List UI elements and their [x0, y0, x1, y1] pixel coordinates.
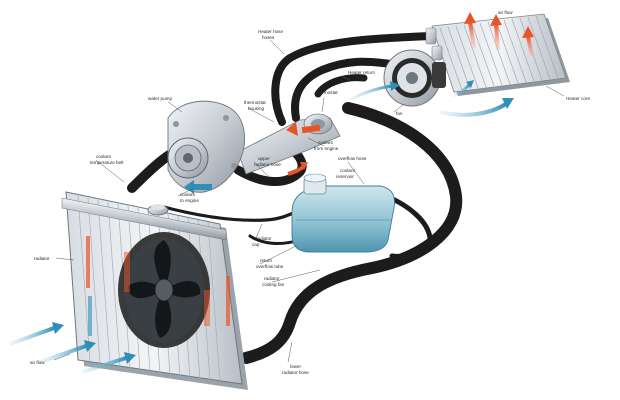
label-radiator-cooling-fan-2: cooling fan [262, 282, 285, 287]
heater-core-fins [439, 15, 559, 91]
label-overflow-hose: overflow hose [338, 156, 367, 161]
label-heater-hoses-1: Heater hose [258, 29, 283, 34]
overflow-tube [158, 204, 298, 222]
coolant-reservoir [291, 173, 395, 253]
cool-arrow-bottom-3 [81, 356, 127, 374]
coolant-temp-hose [233, 145, 307, 187]
radiator-cooling-fan [118, 232, 210, 348]
cool-arrowhead-heater-3 [466, 80, 474, 88]
label-fan: fan [396, 111, 403, 116]
label-coolant-to-engine-1: coolant [180, 192, 196, 197]
water-pump [167, 100, 246, 193]
label-radiator-hose-1: upper [258, 156, 270, 161]
label-radiator: radiator [34, 256, 50, 261]
label-coolant-to-engine-2: to engine [180, 198, 199, 203]
heater-hose-upper [271, 32, 436, 126]
label-lower-radiator-hose-1: lower [290, 364, 301, 369]
hot-air-arrows-top [464, 12, 534, 57]
cool-arrowhead-heater-1 [390, 81, 400, 91]
cool-arrow-heater-2 [439, 102, 508, 117]
hot-arrowhead-pump [300, 162, 308, 170]
label-coolant-from-engine-1: coolant [318, 140, 334, 145]
label-overflow-tube-1: return [260, 258, 272, 263]
hot-arrowhead-thermostat [286, 122, 298, 136]
label-thermostat-housing-2: housing [248, 106, 265, 111]
label-thermostat: thermostat [316, 90, 338, 95]
label-radiator-cap-2: cap [252, 242, 260, 247]
heater-return-hose [314, 74, 368, 98]
hot-arrowhead-2 [490, 14, 502, 26]
label-air-flow-top: air flow [498, 10, 513, 15]
label-heater-core: Heater core [566, 96, 590, 101]
cool-arrow-bottom-1 [9, 326, 55, 346]
lower-radiator-hose [240, 102, 463, 364]
radiator [61, 191, 248, 390]
hot-arrow-2 [494, 23, 500, 51]
overflow-hose [383, 193, 433, 259]
label-coolant-reservoir-2: reservoir [336, 174, 354, 179]
cool-air-arrows-bottom [9, 322, 136, 374]
cool-arrowhead-heater-2 [502, 98, 514, 109]
leader-lines [53, 39, 565, 363]
radiator-cap [147, 204, 169, 216]
cool-arrowhead-bottom-2 [84, 340, 96, 352]
label-air-flow-bottom: air flow [30, 360, 45, 365]
hot-arrowhead-1 [464, 12, 476, 24]
cool-arrow-pump-bar [194, 184, 212, 190]
hot-arrow-1 [468, 21, 476, 49]
blower-fan [383, 49, 446, 107]
label-heater-hoses-2: hoses [262, 35, 275, 40]
label-coolant-from-engine-2: from engine [314, 146, 339, 151]
hot-arrow-thermostat-bar [301, 124, 321, 134]
label-coolant-reservoir-1: coolant [340, 168, 356, 173]
heater-core [425, 13, 570, 96]
water-pump-arrows [184, 162, 308, 194]
cool-arrow-bottom-2 [39, 344, 87, 364]
label-heater-return-1: Heater return [348, 70, 376, 75]
cool-arrowhead-pump [184, 180, 194, 194]
label-heater-return-2: hose [356, 76, 366, 81]
label-radiator-cooling-fan-1: radiator [264, 276, 280, 281]
label-lower-radiator-hose-2: radiator hose [282, 370, 309, 375]
cool-air-arrows-top [349, 80, 514, 117]
label-radiator-cap-1: radiator [256, 236, 272, 241]
hoses [127, 32, 463, 364]
cool-arrowhead-bottom-1 [52, 322, 64, 334]
label-overflow-tube-2: overflow tube [256, 264, 284, 269]
label-coolant-temperature-2: temperature belt [90, 160, 124, 165]
cool-arrow-heater-1 [349, 84, 393, 102]
heater-hose-upper-2 [291, 57, 396, 122]
hot-arrow-3 [526, 35, 534, 57]
hot-arrowhead-3 [522, 26, 534, 38]
fan-blades [128, 240, 201, 338]
label-coolant-temperature-1: coolant [96, 154, 112, 159]
cool-arrowhead-bottom-3 [124, 352, 136, 364]
thermostat-hot-arrow [286, 122, 321, 136]
labels: Heater hose hoses air flow Heater return… [30, 10, 590, 375]
label-radiator-hose-2: radiator hose [254, 162, 281, 167]
label-water-pump: water pump [148, 96, 172, 101]
label-thermostat-housing-1: thermostat [244, 100, 266, 105]
